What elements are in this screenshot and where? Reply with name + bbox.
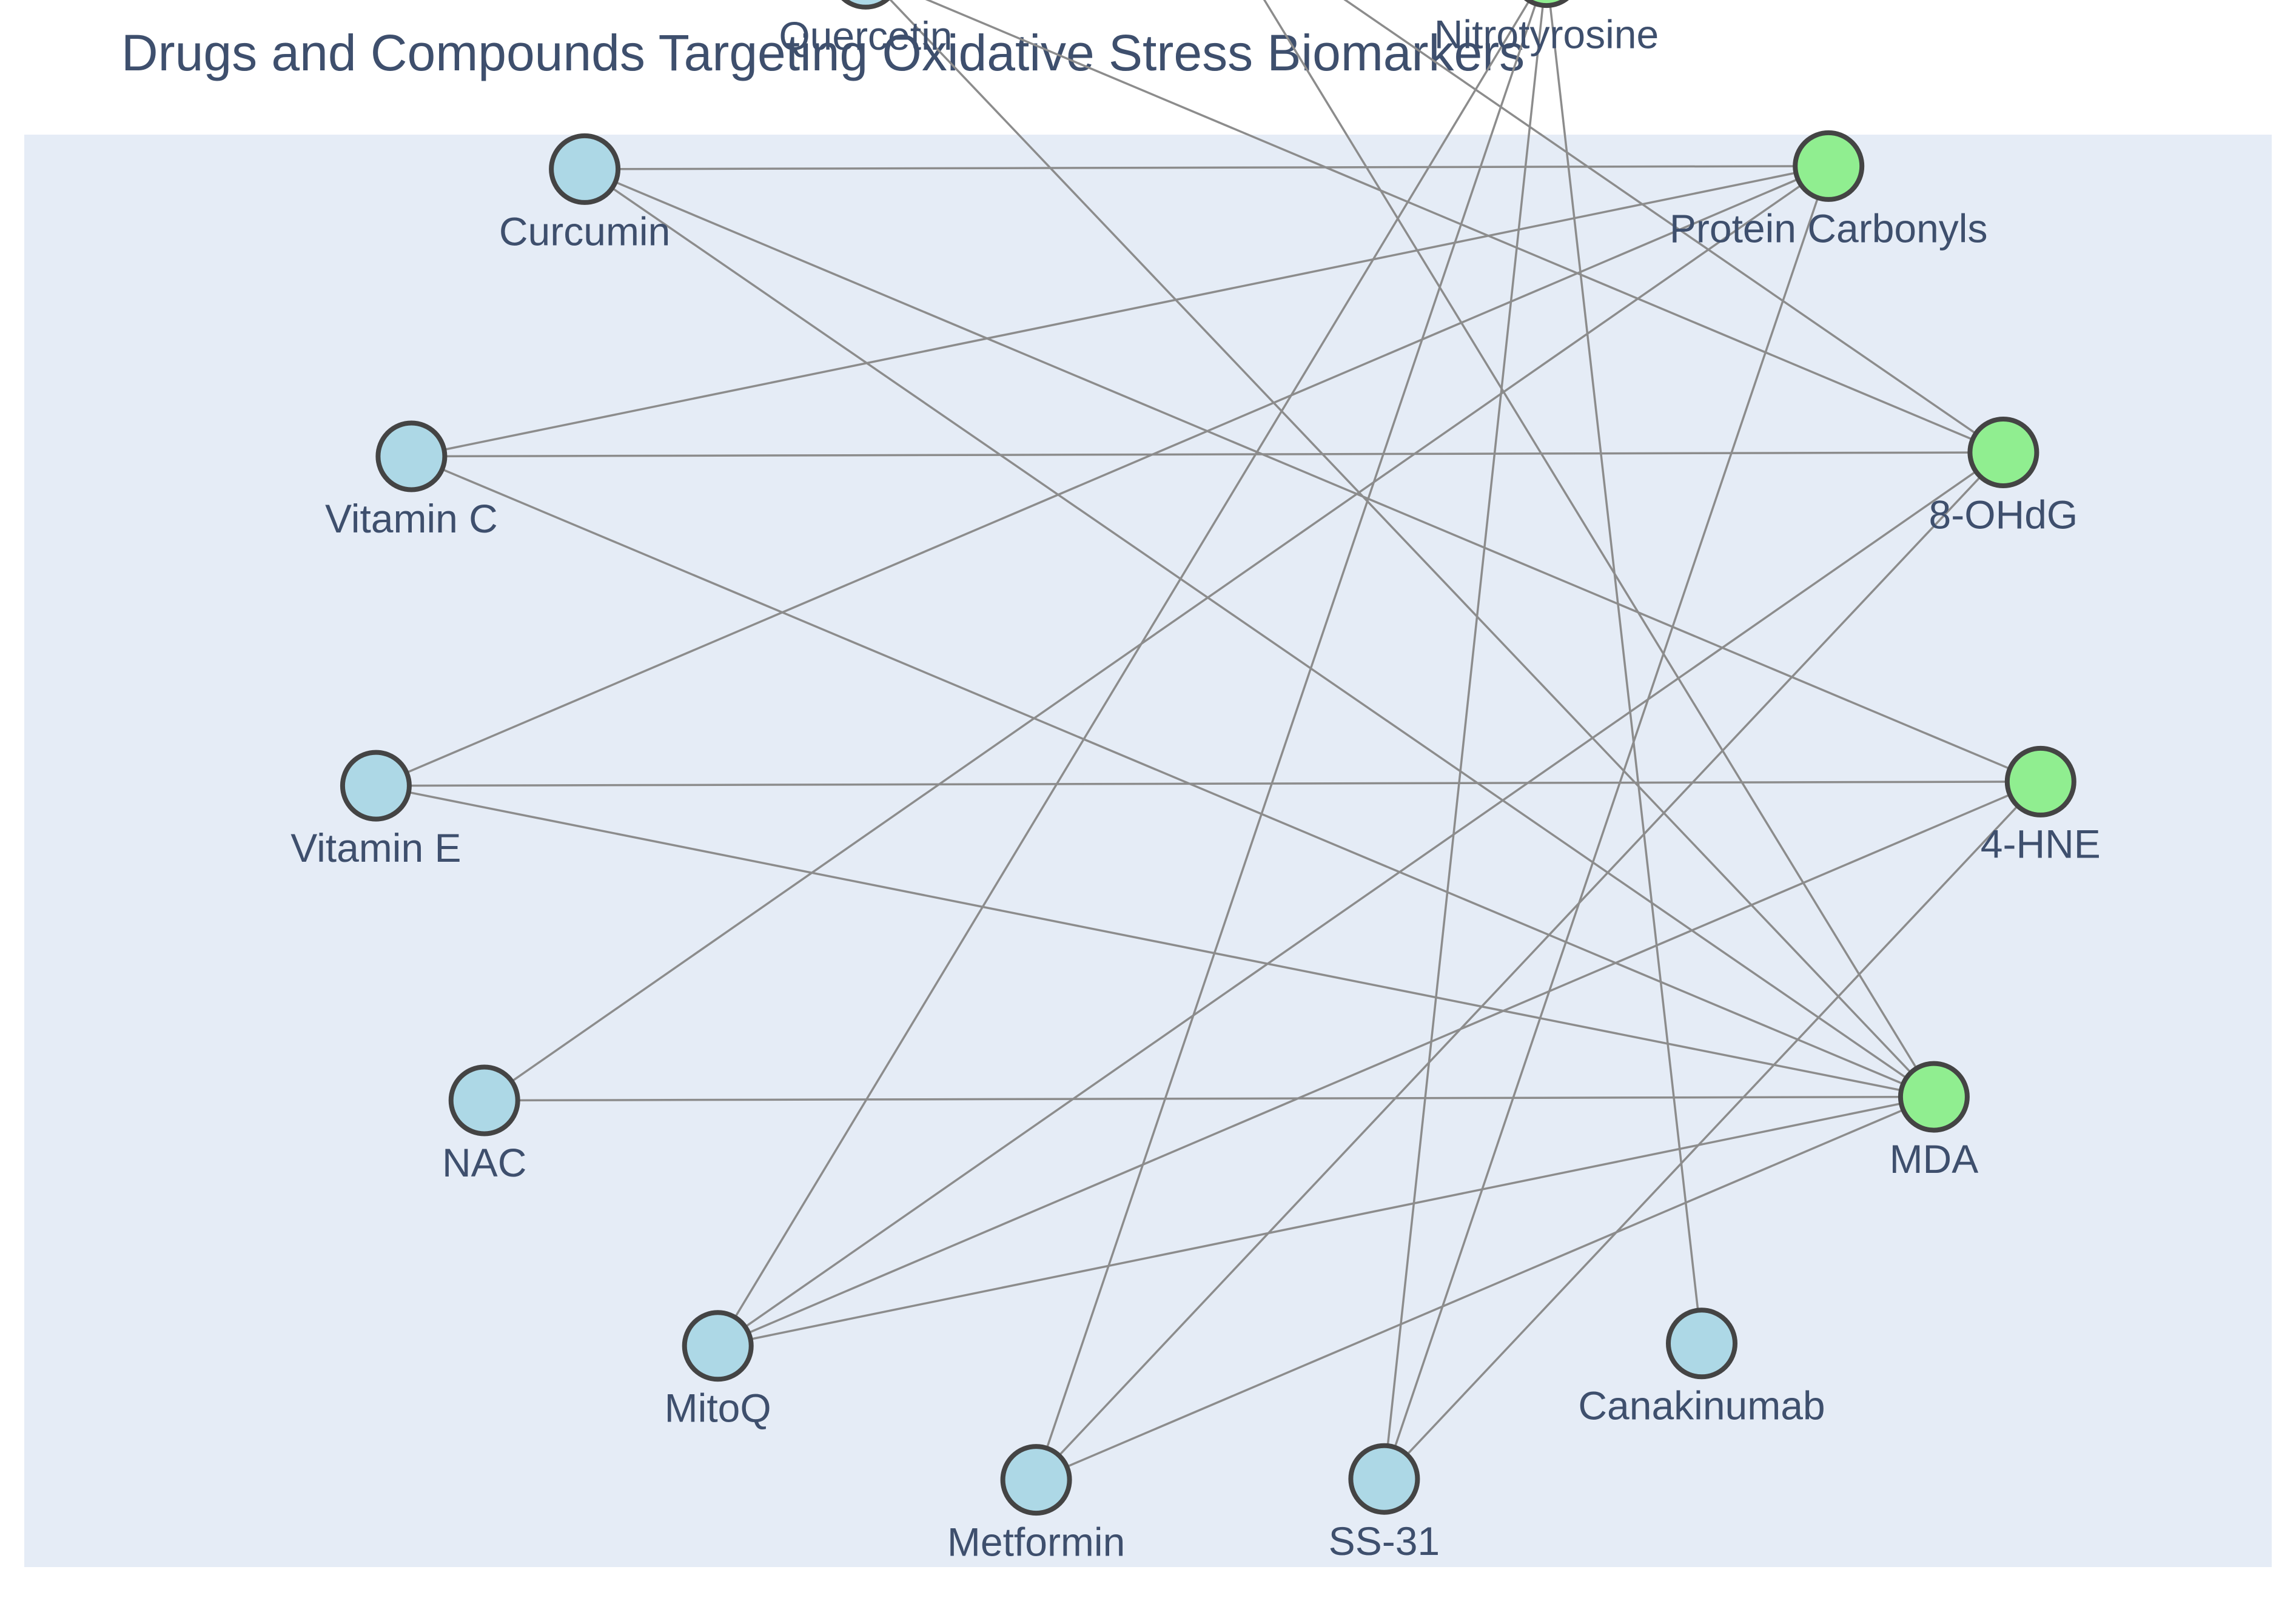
node-label-vitamin-c: Vitamin C xyxy=(325,496,498,541)
chart-title: Drugs and Compounds Targeting Oxidative … xyxy=(121,24,1525,81)
node-label-4-hne: 4-HNE xyxy=(1981,821,2101,866)
edge-metformin-nitrotyrosine xyxy=(1035,0,1539,1480)
node-label-curcumin: Curcumin xyxy=(499,209,670,253)
edge-ss-31-protein-carbonyls xyxy=(1383,166,1830,1480)
node-curcumin[interactable] xyxy=(549,133,621,205)
node-ss-31[interactable] xyxy=(1348,1443,1420,1515)
edge-metformin-mda xyxy=(1035,1095,1935,1481)
edge-vitamin-e-mda xyxy=(375,784,1935,1098)
edge-nac-mda xyxy=(484,1095,1934,1102)
node-label-ss-31: SS-31 xyxy=(1329,1519,1440,1563)
node-mda[interactable] xyxy=(1898,1061,1970,1133)
edge-vitamin-c-protein-carbonyls xyxy=(411,165,1829,458)
edge-curcumin-mda xyxy=(584,168,1935,1098)
edge-resveratrol-mda xyxy=(1263,0,1935,1098)
node-protein-carbonyls[interactable] xyxy=(1793,130,1865,202)
node-label-nac: NAC xyxy=(442,1140,526,1185)
node-mitoq[interactable] xyxy=(682,1310,754,1382)
edge-metformin-8-ohdg xyxy=(1035,451,2004,1481)
edge-curcumin-protein-carbonyls xyxy=(585,165,1829,170)
edge-resveratrol-8-ohdg xyxy=(1343,0,2004,454)
edge-vitamin-c-mda xyxy=(411,455,1935,1098)
plot-area xyxy=(24,135,2272,1567)
node-label-mitoq: MitoQ xyxy=(665,1386,771,1431)
node-vitamin-e[interactable] xyxy=(340,750,412,822)
node-label-quercetin: Quercetin xyxy=(779,13,952,58)
node-nac[interactable] xyxy=(448,1064,520,1136)
node-label-canakinumab: Canakinumab xyxy=(1578,1383,1825,1428)
edge-canakinumab-nitrotyrosine xyxy=(1548,0,1703,1344)
node-label-mda: MDA xyxy=(1890,1136,1979,1181)
edges-layer xyxy=(375,0,2042,1481)
node-4-hne[interactable] xyxy=(2004,745,2076,817)
edge-mitoq-nitrotyrosine xyxy=(717,0,1531,1347)
node-nitrotyrosine[interactable] xyxy=(1513,0,1580,8)
node-label-8-ohdg: 8-OHdG xyxy=(1929,492,2078,537)
node-canakinumab[interactable] xyxy=(1666,1308,1737,1380)
edge-vitamin-e-4-hne xyxy=(375,781,2041,787)
edge-ss-31-4-hne xyxy=(1383,781,2042,1480)
node-quercetin[interactable] xyxy=(832,0,899,10)
edge-vitamin-c-8-ohdg xyxy=(411,451,2004,458)
node-vitamin-c[interactable] xyxy=(375,420,448,492)
edge-curcumin-4-hne xyxy=(584,168,2041,783)
node-label-protein-carbonyls: Protein Carbonyls xyxy=(1670,206,1988,250)
node-metformin[interactable] xyxy=(1000,1444,1072,1516)
node-8-ohdg[interactable] xyxy=(1967,417,2039,488)
edge-mitoq-4-hne xyxy=(717,781,2041,1347)
edge-nac-protein-carbonyls xyxy=(483,165,1830,1101)
edge-quercetin-mda xyxy=(889,0,1935,1098)
edge-mitoq-8-ohdg xyxy=(717,451,2004,1347)
nodes-layer xyxy=(340,0,2076,1516)
edge-vitamin-e-protein-carbonyls xyxy=(375,165,1829,787)
edge-mitoq-mda xyxy=(717,1095,1935,1348)
edge-quercetin-8-ohdg xyxy=(925,0,2004,454)
node-label-vitamin-e: Vitamin E xyxy=(290,825,461,870)
node-label-metformin: Metformin xyxy=(947,1520,1125,1565)
node-label-nitrotyrosine: Nitrotyrosine xyxy=(1434,12,1659,57)
edge-ss-31-nitrotyrosine xyxy=(1383,0,1545,1479)
